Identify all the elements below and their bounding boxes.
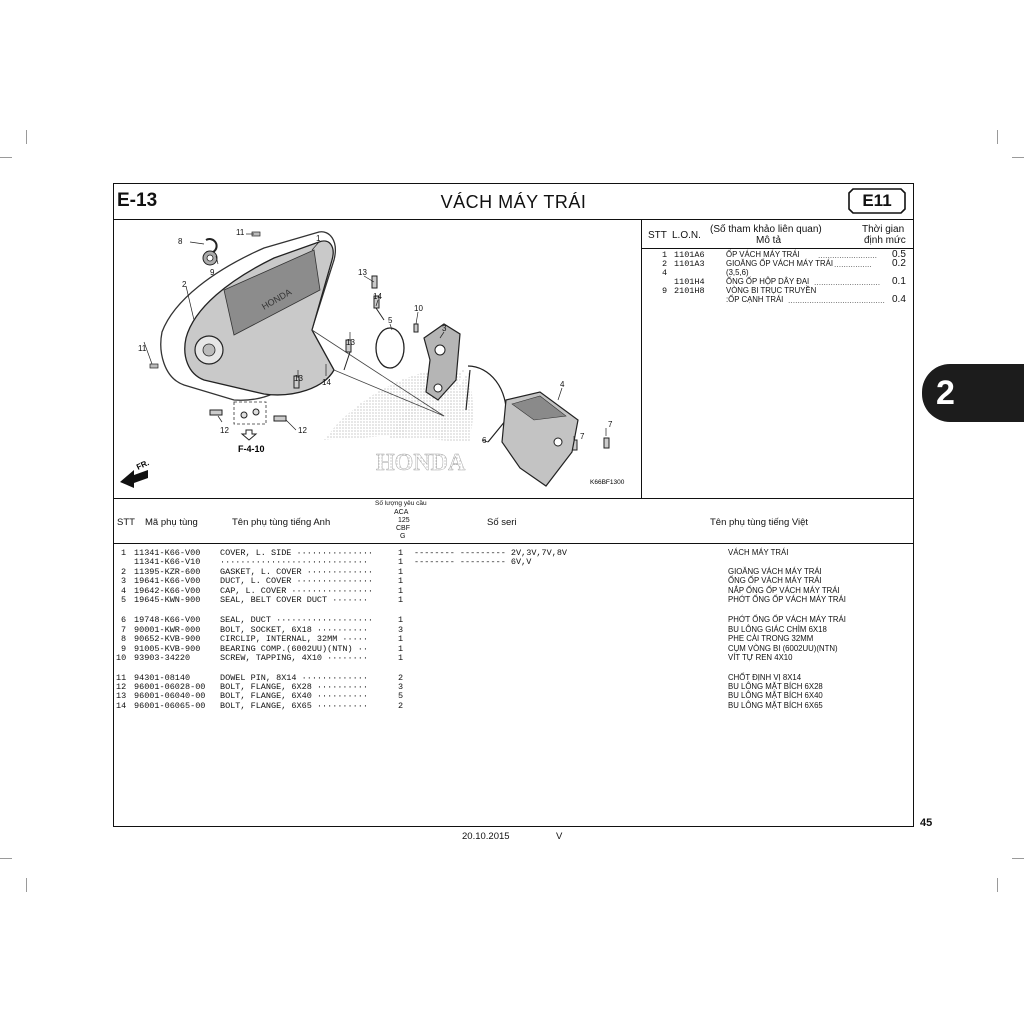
crop-mark [26, 878, 27, 892]
parts-page-frame: E-13 VÁCH MÁY TRÁI E11 HONDA [113, 183, 914, 827]
col-time-1: Thời gian [862, 224, 905, 235]
table-row: 9 91005-KVB-900 BEARING COMP.(6002UU)(NT… [121, 644, 838, 654]
col-stt: STT [648, 230, 667, 241]
labor-row: 1 1101A6 ỐP VÁCH MÁY TRÁI ..............… [662, 249, 906, 261]
section-badge: E11 [847, 187, 907, 215]
section-code: E-13 [117, 190, 158, 211]
table-row: 5 19645-KWN-900 SEAL, BELT COVER DUCT ··… [121, 595, 846, 605]
chapter-tab-label: 2 [936, 374, 955, 412]
callout-number: 11 [236, 228, 245, 237]
callout-number: 10 [414, 304, 423, 313]
col-qty-title: Số lượng yêu cầu [375, 500, 427, 507]
callout-number: 2 [182, 280, 187, 289]
page-title: VÁCH MÁY TRÁI [440, 192, 587, 212]
crop-mark [0, 157, 12, 158]
table-row: 1 11341-K66-V00 COVER, L. SIDE ·········… [121, 548, 789, 558]
table-row: 13 96001-06040-00 BOLT, FLANGE, 6X40 ···… [116, 691, 823, 701]
page-number: 45 [920, 817, 933, 829]
col-related: (Số tham khảo liên quan) [710, 224, 822, 235]
drawing-code-text: K66BF1300 [590, 479, 625, 486]
section-badge-label: E11 [862, 191, 892, 210]
crop-mark [1012, 858, 1024, 859]
callout-number: 3 [442, 324, 447, 333]
badge-outline-icon [848, 188, 906, 214]
callout-number: 4 [560, 380, 565, 389]
labor-row: 9 2101H8 VÒNG BI TRỤC TRUYỀN [662, 286, 817, 296]
labor-row: 4 (3,5,6) [662, 268, 749, 278]
callout-number: 6 [482, 436, 487, 445]
crop-mark [0, 858, 12, 859]
col-desc: Mô tả [756, 235, 782, 246]
col-lon: L.O.N. [672, 230, 701, 241]
table-row: 11341-K66-V10 ··························… [134, 557, 532, 567]
left-crankcase-cover-drawing: HONDA HONDA [120, 231, 625, 488]
callout-number: 7 [580, 432, 585, 441]
table-row: 3 19641-K66-V00 DUCT, L. COVER ·········… [121, 576, 822, 586]
front-arrow-icon [120, 470, 148, 488]
col-name-vn: Tên phụ tùng tiếng Việt [710, 517, 809, 528]
col-part-no: Mã phụ tùng [145, 517, 198, 528]
front-label-text: FR. [135, 458, 150, 472]
callout-number: 11 [138, 344, 147, 353]
callout-number: 5 [388, 316, 393, 325]
col-name-en: Tên phụ tùng tiếng Anh [232, 517, 331, 528]
labor-row: 1101H4 ỐNG ỐP HỘP DÂY ĐAI ..............… [674, 276, 906, 288]
col-serial: Số seri [487, 517, 517, 528]
table-row: 6 19748-K66-V00 SEAL, DUCT ·············… [121, 615, 846, 625]
callout-number: 13 [294, 374, 303, 383]
labor-time-header: STT L.O.N. (Số tham khảo liên quan) Mô t… [642, 220, 913, 249]
col-time-2: định mức [864, 235, 906, 246]
table-row: 7 90001-KWR-000 BOLT, SOCKET, 6X18 ·····… [121, 625, 827, 635]
col-stt: STT [117, 517, 135, 528]
labor-row: :ỐP CẠNH TRÁI ..........................… [726, 294, 906, 306]
table-row: 2 11395-KZR-600 GASKET, L. COVER ·······… [121, 567, 822, 577]
callout-number: 1 [316, 234, 321, 243]
col-qty-model: CBF [396, 525, 410, 532]
table-row: 11 94301-08140 DOWEL PIN, 8X14 ·········… [116, 673, 802, 683]
callout-number: 9 [210, 268, 215, 277]
exploded-diagram: HONDA HONDA [114, 220, 642, 498]
callout-number: 14 [373, 292, 382, 301]
callout-number: 13 [358, 268, 367, 277]
parts-table-header: STT Mã phụ tùng Tên phụ tùng tiếng Anh S… [114, 498, 913, 544]
crop-mark [1012, 157, 1024, 158]
callout-number: 8 [178, 237, 183, 246]
table-row: 4 19642-K66-V00 CAP, L. COVER ··········… [121, 586, 840, 596]
chapter-tab: 2 [922, 364, 1024, 422]
footer-version: V [556, 831, 563, 842]
callout-number: 12 [298, 426, 307, 435]
labor-time-panel: STT L.O.N. (Số tham khảo liên quan) Mô t… [642, 220, 913, 498]
table-row: 8 90652-KVB-900 CIRCLIP, INTERNAL, 32MM … [121, 634, 814, 644]
labor-row: 2 1101A3 GIOĂNG ỐP VÁCH MÁY TRÁI .......… [662, 258, 906, 270]
callout-number: 7 [608, 420, 613, 429]
page-header: E-13 VÁCH MÁY TRÁI E11 [114, 184, 913, 220]
col-qty-model: G [400, 533, 406, 540]
ref-label-text: F-4-10 [238, 444, 265, 454]
crop-mark [26, 130, 27, 144]
table-row: 14 96001-06065-00 BOLT, FLANGE, 6X65 ···… [116, 701, 823, 711]
crop-mark [997, 130, 998, 144]
col-qty-model: 125 [398, 517, 410, 524]
honda-watermark-text: HONDA [376, 450, 466, 476]
col-qty-model: ACA [394, 509, 409, 516]
callout-number: 14 [322, 378, 331, 387]
callout-number: 12 [220, 426, 229, 435]
callout-number: 13 [346, 338, 355, 347]
table-row: 10 93903-34220 SCREW, TAPPING, 4X10 ····… [116, 653, 793, 663]
footer-date: 20.10.2015 [462, 831, 510, 842]
crop-mark [997, 878, 998, 892]
table-row: 12 96001-06028-00 BOLT, FLANGE, 6X28 ···… [116, 682, 823, 692]
